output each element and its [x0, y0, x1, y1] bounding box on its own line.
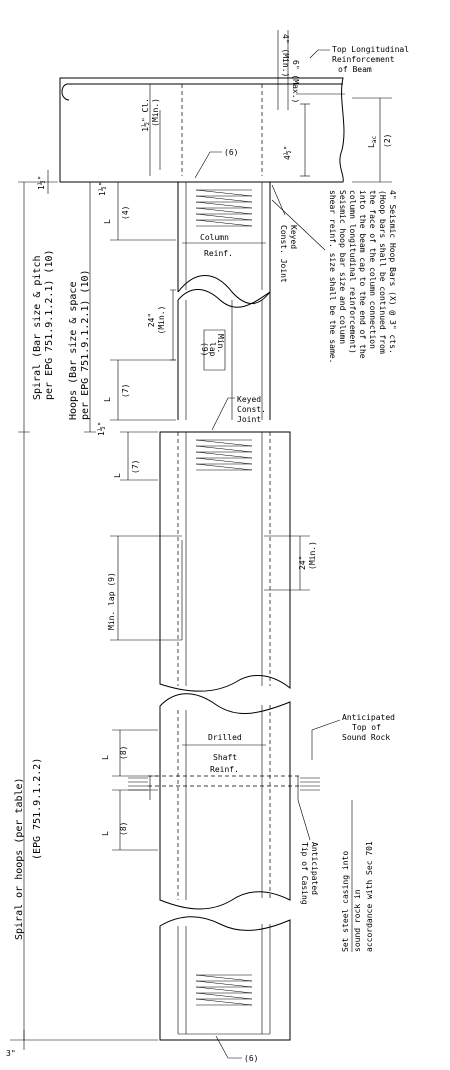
svg-text:into the beam cap to the end o: into the beam cap to the end of the — [358, 190, 367, 359]
lac-ref: (2) — [383, 134, 392, 148]
svg-text:L: L — [103, 397, 112, 402]
svg-text:Top of: Top of — [352, 723, 381, 732]
svg-text:L: L — [101, 755, 110, 760]
min-lap-a-2: lap — [208, 342, 217, 357]
drilled-shaft-3: Reinf. — [210, 765, 239, 774]
seismic-note: 4" Seismic Hoop Bars (X) @ 3" cts. (Hoop… — [271, 190, 397, 363]
lpr-7b-dim: L (7) — [113, 431, 158, 481]
svg-text:(4): (4) — [121, 206, 130, 220]
svg-text:(Hoop bars shall be continued: (Hoop bars shall be continued from — [378, 190, 387, 354]
svg-text:L: L — [101, 831, 110, 836]
keyed-joint-2a: Keyed — [237, 395, 261, 404]
svg-text:Anticipated: Anticipated — [310, 842, 319, 895]
ref6-bottom: (6) — [244, 1054, 258, 1063]
svg-text:24": 24" — [298, 556, 307, 570]
svg-text:Seismic hoop bar size and colu: Seismic hoop bar size and column — [338, 190, 347, 344]
svg-text:1½": 1½" — [97, 182, 107, 196]
steel-casing-note: Set steel casing into sound rock in acco… — [341, 800, 374, 952]
lac-label: Lac — [367, 136, 378, 148]
dim-24-a-1: 24" — [147, 313, 156, 327]
svg-text:Anticipated: Anticipated — [342, 713, 395, 722]
top-long-reinf-2: Reinforcement — [332, 55, 395, 64]
drilled-shaft-1: Drilled — [208, 733, 242, 742]
top-cover-dims: 4" (Min.) 6" (Max.) Top Longitudinal Rei… — [270, 30, 409, 110]
svg-text:(7): (7) — [121, 384, 130, 398]
svg-text:shear reinf. size shall be the: shear reinf. size shall be the same. — [328, 190, 337, 363]
svg-text:Spiral or hoops (per table): Spiral or hoops (per table) — [14, 777, 25, 940]
svg-text:accordance with Sec 701: accordance with Sec 701 — [365, 841, 374, 952]
min-lap-a-1: Min. — [216, 334, 225, 353]
column-reinf-2: Reinf. — [204, 249, 233, 258]
svg-text:per EPG 751.9.1.2.1) (10): per EPG 751.9.1.2.1) (10) — [80, 269, 91, 420]
top-long-reinf-3: of Beam — [338, 65, 372, 74]
left-dimension-strings: Spiral (Bar size & pitch per EPG 751.9.1… — [14, 181, 96, 1040]
tip-casing-callout: Anticipated Tip of Casing — [297, 799, 319, 905]
drilled-shaft-upper — [159, 431, 291, 692]
svg-text:(7): (7) — [131, 460, 140, 474]
keyed-joint-2c: Joint — [237, 415, 261, 424]
lpr-8-dims: L (8) L (8) — [101, 729, 158, 851]
lpr-4-dim: L (4) 1½" — [97, 182, 176, 241]
drilled-shaft-middle: Drilled Shaft Reinf. — [128, 693, 320, 910]
min-lap-b-dim: Min. lap (9) — [107, 535, 182, 641]
svg-text:Sound Rock: Sound Rock — [342, 733, 390, 742]
svg-text:L: L — [113, 473, 122, 478]
svg-text:4" Seismic Hoop Bars (X) @ 3": 4" Seismic Hoop Bars (X) @ 3" cts. — [388, 190, 397, 354]
beam-dims: 1½" Cl. (Min.) 4½" Lac (2) — [140, 97, 392, 183]
clear-min-label: (Min.) — [151, 98, 160, 127]
svg-text:L: L — [103, 219, 112, 224]
svg-text:Min. lap (9): Min. lap (9) — [107, 572, 116, 630]
svg-text:(8): (8) — [119, 822, 128, 836]
dim-24-a-2: (Min.) — [157, 306, 166, 335]
svg-text:3": 3" — [6, 1049, 16, 1058]
svg-text:(8): (8) — [119, 746, 128, 760]
drilled-shaft-2: Shaft — [213, 753, 237, 762]
column-upper: Column Reinf. — [177, 182, 271, 304]
svg-text:sound rock in: sound rock in — [353, 889, 362, 952]
svg-text:1½": 1½" — [96, 422, 106, 436]
keyed-joint-1b: Const. Joint — [279, 225, 288, 283]
svg-text:the face of the column connect: the face of the column connection — [368, 190, 377, 349]
svg-text:Spiral (Bar size & pitch: Spiral (Bar size & pitch — [32, 256, 43, 401]
lpr-7a-dim: L (7) — [103, 359, 176, 421]
sound-rock-callout: Anticipated Top of Sound Rock — [311, 713, 395, 760]
top-long-reinf-1: Top Longitudinal — [332, 45, 409, 54]
clear-1-5-label: 1½" Cl. — [140, 98, 150, 132]
svg-text:(Min.): (Min.) — [308, 541, 317, 570]
svg-text:column longitudinal reinforcem: column longitudinal reinforcement) — [348, 190, 357, 354]
dim-24-b: 24" (Min.) — [264, 535, 317, 591]
svg-text:1½": 1½" — [36, 176, 46, 190]
ref6-top: (6) — [224, 148, 238, 157]
keyed-joint-2b: Const. — [237, 405, 266, 414]
min-lap-a-3: (9) — [200, 342, 209, 356]
dim-4-5-label: 4½" — [282, 146, 292, 160]
cover-4-min-label: 4" (Min.) — [281, 34, 290, 77]
svg-text:per EPG 751.9.1.2.1) (10): per EPG 751.9.1.2.1) (10) — [44, 249, 55, 400]
drilled-shaft-bottom — [159, 916, 291, 1041]
svg-text:(EPG 751.9.1.2.2): (EPG 751.9.1.2.2) — [32, 758, 43, 860]
cover-6-max-label: 6" (Max.) — [291, 60, 300, 103]
beam-cap — [59, 77, 345, 183]
column-reinf-1: Column — [200, 233, 229, 242]
svg-text:Hoops (Bar size & space: Hoops (Bar size & space — [68, 282, 79, 420]
svg-text:Set steel casing into: Set steel casing into — [341, 851, 350, 952]
svg-text:Tip of Casing: Tip of Casing — [300, 842, 309, 905]
keyed-joint-1a: Keyed — [289, 225, 298, 249]
